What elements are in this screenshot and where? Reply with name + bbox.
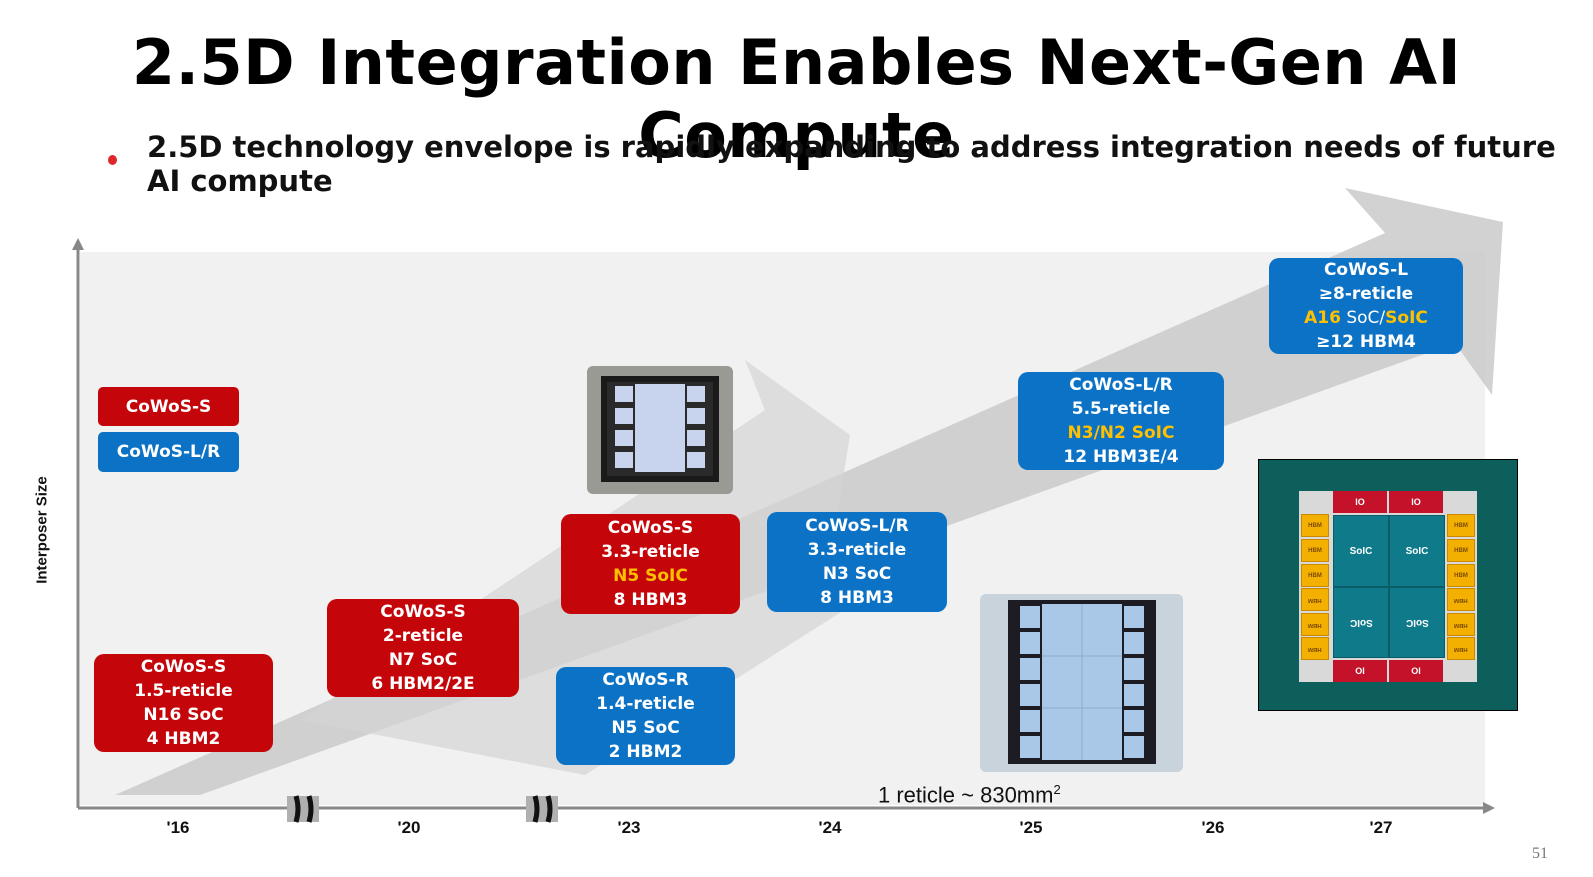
fp-hbm: HBM [1301, 564, 1329, 587]
box-line: 5.5-reticle [1071, 399, 1171, 419]
fp-io-bottom-right: OI [1389, 660, 1443, 682]
box-line: 6 HBM2/2E [371, 674, 475, 694]
x-tick-2027: '27 [1369, 818, 1393, 837]
fp-hbm: HBM [1447, 613, 1475, 636]
fp-hbm: HBM [1301, 539, 1329, 562]
fp-io-top-right: IO [1389, 491, 1443, 513]
bullet-point: 2.5D technology envelope is rapidly expa… [108, 130, 1593, 198]
box-line-highlight: A16 [1304, 308, 1341, 328]
fp-hbm: HBM [1301, 613, 1329, 636]
box-line: 2 HBM2 [608, 742, 683, 762]
x-tick-2026: '26 [1201, 818, 1225, 837]
fp-io-bottom-left: OI [1333, 660, 1387, 682]
legend-cowos-s: CoWoS-S [98, 387, 239, 426]
fp-hbm-label: HBM [1308, 645, 1322, 652]
box-line: ≥12 HBM4 [1316, 332, 1416, 352]
box-line: CoWoS-L/R [1069, 375, 1173, 395]
fp-soic-tr: SoIC [1389, 515, 1445, 587]
floorplan-2027: IO IO OI OI SoIC SoIC SoIC SoIC HBM HBM … [1258, 459, 1518, 711]
fp-hbm: HBM [1301, 588, 1329, 611]
fp-soic-br-label: SoIC [1405, 617, 1429, 628]
box-line: CoWoS-S [380, 602, 466, 622]
fp-hbm-label: HBM [1308, 596, 1322, 603]
box-line: 3.3-reticle [807, 540, 907, 560]
page-number: 51 [1532, 845, 1548, 862]
fp-soic-bl-label: SoIC [1349, 617, 1373, 628]
box-line: 12 HBM3E/4 [1063, 447, 1179, 467]
box-line: CoWoS-R [602, 670, 689, 690]
legend-cowos-s-label: CoWoS-S [125, 396, 212, 417]
box-line: N3 SoC [822, 564, 892, 584]
fp-hbm: HBM [1301, 637, 1329, 660]
fp-io-top-left: IO [1333, 491, 1387, 513]
box-2025-cowos-lr: CoWoS-L/R 5.5-reticle N3/N2 SoIC 12 HBM3… [1018, 372, 1224, 470]
box-line: 4 HBM2 [146, 729, 221, 749]
bullet-text: 2.5D technology envelope is rapidly expa… [147, 130, 1556, 198]
box-line: CoWoS-S [607, 518, 694, 538]
package-photo-2023 [587, 366, 733, 494]
x-axis-arrowhead [1483, 802, 1495, 814]
box-line: CoWoS-L/R [805, 516, 909, 536]
page-title: 2.5D Integration Enables Next-Gen AI Com… [131, 26, 1462, 172]
box-2023-cowos-s: CoWoS-S 3.3-reticle N5 SoIC 8 HBM3 [561, 514, 740, 614]
y-axis-label: Interposer Size [33, 476, 51, 584]
box-line: 8 HBM3 [820, 588, 894, 608]
box-line: N5 SoC [611, 718, 680, 738]
box-line: 3.3-reticle [601, 542, 700, 562]
fp-soic-tl: SoIC [1333, 515, 1389, 587]
fp-hbm-label: HBM [1454, 621, 1468, 628]
fp-soic-br: SoIC [1389, 587, 1445, 658]
bullet-dot-icon [108, 155, 118, 165]
box-line: CoWoS-L [1323, 260, 1409, 280]
box-line-highlight: N3/N2 SoIC [1067, 423, 1175, 443]
box-line: 2-reticle [382, 626, 464, 646]
box-line: CoWoS-S [140, 657, 227, 677]
axis-break-2 [526, 795, 558, 823]
box-2024-cowos-lr: CoWoS-L/R 3.3-reticle N3 SoC 8 HBM3 [767, 512, 947, 612]
fp-hbm: HBM [1447, 637, 1475, 660]
box-line-highlight: N5 SoIC [613, 566, 688, 586]
box-line: N16 SoC [143, 705, 224, 725]
reticle-note-text: 1 reticle ~ 830mm [878, 782, 1054, 808]
fp-hbm-label: HBM [1454, 596, 1468, 603]
fp-hbm-label: HBM [1454, 645, 1468, 652]
y-axis-arrowhead [72, 238, 84, 250]
box-line: 8 HBM3 [613, 590, 688, 610]
fp-hbm: HBM [1447, 564, 1475, 587]
fp-hbm: HBM [1447, 514, 1475, 537]
box-line: 1.4-reticle [596, 694, 695, 714]
box-2023-cowos-r: CoWoS-R 1.4-reticle N5 SoC 2 HBM2 [556, 667, 735, 765]
box-2016-cowos-s: CoWoS-S 1.5-reticle N16 SoC 4 HBM2 [94, 654, 273, 752]
x-tick-2024: '24 [818, 818, 842, 837]
box-line-highlight: SoIC [1385, 308, 1428, 328]
box-2020-cowos-s: CoWoS-S 2-reticle N7 SoC 6 HBM2/2E [327, 599, 519, 697]
x-tick-2025: '25 [1019, 818, 1043, 837]
x-tick-2020: '20 [397, 818, 421, 837]
package-photo-2023-drawing [601, 376, 719, 482]
legend-cowos-lr-label: CoWoS-L/R [116, 442, 221, 462]
box-line: ≥8-reticle [1318, 284, 1414, 304]
legend-cowos-lr: CoWoS-L/R [98, 432, 239, 472]
x-tick-2023: '23 [617, 818, 641, 837]
reticle-note: 1 reticle ~ 830mm2 [878, 782, 1061, 808]
fp-hbm: HBM [1301, 514, 1329, 537]
fp-soic-bl: SoIC [1333, 587, 1389, 658]
package-photo-2025 [980, 594, 1183, 772]
box-2027-cowos-l: CoWoS-L ≥8-reticle A16 SoC/SoIC ≥12 HBM4 [1269, 258, 1463, 354]
box-line-mixed: A16 SoC/SoIC [1304, 306, 1428, 330]
x-tick-2016: '16 [166, 818, 190, 837]
fp-hbm-label: HBM [1308, 621, 1322, 628]
fp-hbm: HBM [1447, 588, 1475, 611]
box-line: N7 SoC [388, 650, 458, 670]
reticle-note-sup: 2 [1053, 782, 1061, 797]
box-line: 1.5-reticle [134, 681, 233, 701]
box-line: SoC/ [1340, 308, 1386, 328]
fp-hbm: HBM [1447, 539, 1475, 562]
floorplan-interposer: IO IO OI OI SoIC SoIC SoIC SoIC HBM HBM … [1299, 491, 1477, 682]
axis-break-1 [287, 795, 319, 823]
package-photo-2025-drawing [1008, 600, 1156, 764]
